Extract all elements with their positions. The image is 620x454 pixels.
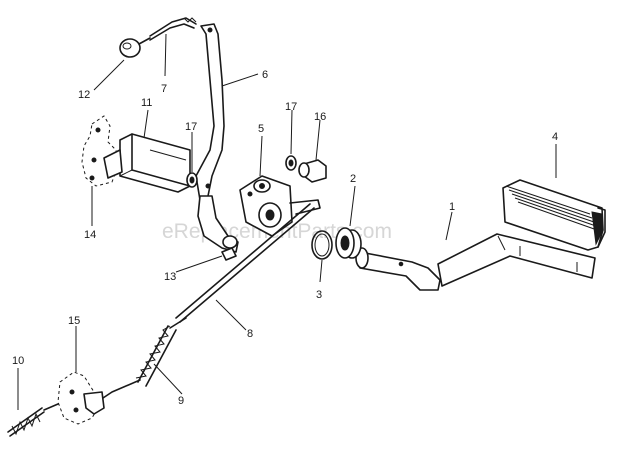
callout-3: 3 (316, 289, 322, 301)
callout-4: 4 (552, 131, 558, 143)
mounting-bracket (119, 133, 191, 193)
pedal-pad (502, 179, 606, 251)
callout-14: 14 (84, 229, 96, 241)
leader-lines (17, 33, 557, 410)
knob (119, 37, 151, 58)
callout-11: 11 (141, 97, 152, 109)
brake-lever (195, 23, 239, 253)
callout-7: 7 (161, 83, 167, 95)
small-spring (7, 403, 59, 437)
washer-right (285, 155, 297, 171)
callout-13: 13 (164, 271, 176, 283)
callout-5: 5 (258, 123, 264, 135)
bolt (298, 159, 327, 183)
callout-1: 1 (449, 201, 455, 213)
callout-10: 10 (12, 355, 24, 367)
washer-left (186, 172, 198, 188)
spring-bracket (57, 371, 105, 425)
pedal-arm (355, 233, 596, 291)
callout-2: 2 (350, 173, 356, 185)
callout-labels: 1 2 3 4 5 6 7 8 9 10 11 12 13 14 15 16 1… (12, 69, 558, 407)
callout-17-left: 17 (185, 121, 197, 133)
callout-9: 9 (178, 395, 184, 407)
callout-12: 12 (78, 89, 90, 101)
pivot-bracket (239, 175, 321, 237)
retaining-ring (311, 230, 333, 260)
brake-rod (175, 203, 315, 323)
return-spring (99, 317, 187, 401)
callout-17-right: 17 (285, 101, 297, 113)
clevis-pin (221, 247, 237, 261)
mounting-plate (81, 115, 123, 187)
bushing (335, 227, 362, 259)
callout-6: 6 (262, 69, 268, 81)
callout-16: 16 (314, 111, 326, 123)
callout-15: 15 (68, 315, 80, 327)
callout-8: 8 (247, 328, 253, 340)
adjuster-rod (149, 17, 197, 41)
